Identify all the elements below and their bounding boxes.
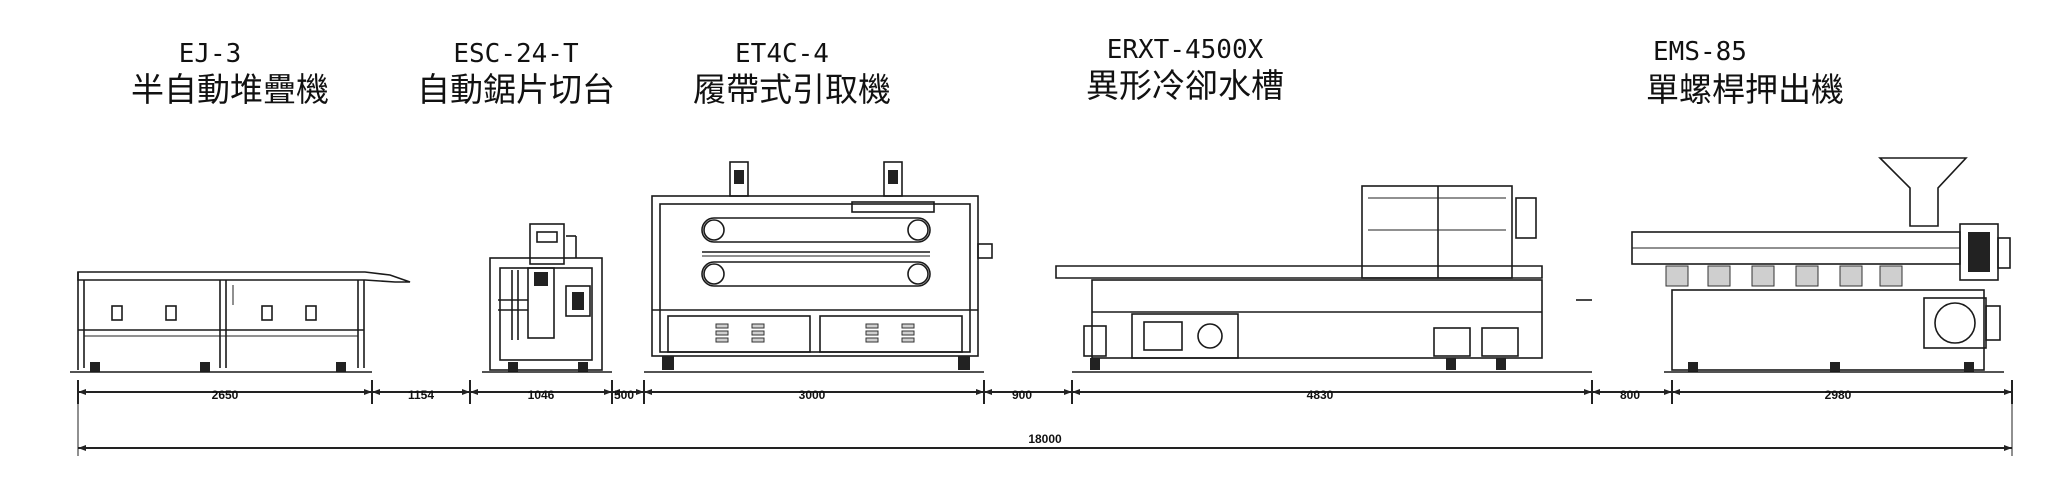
dimension-label-1154: 1154 [408,388,434,402]
dimension-arrow [78,445,86,451]
dimension-label-500: 500 [614,388,634,402]
dimension-lines [77,380,2013,456]
dimension-arrow [1592,389,1600,395]
dimension-label-4830: 4830 [1307,388,1334,402]
dimension-label-2980: 2980 [1825,388,1852,402]
dimension-arrow [1672,389,1680,395]
saw-cutter-drawing [482,223,612,373]
dimension-label-total: 18000 [1028,432,1062,446]
label-saw-cutter: ESC-24-T 自動鋸片切台 [417,39,615,109]
segment-labels: 2650 1154 1046 500 3000 900 4830 800 298… [212,388,1852,446]
label-cooling-tank: ERXT-4500X 異形冷卻水槽 [1086,35,1284,105]
dimension-arrow [1064,389,1072,395]
dimension-arrow [364,389,372,395]
haul-off-drawing [644,161,993,373]
model-label: EMS-85 [1653,37,1747,67]
dimension-arrow [470,389,478,395]
cooling-tank-drawing [1055,185,1592,373]
model-label: ERXT-4500X [1107,35,1264,65]
dimension-arrow [372,389,380,395]
dimension-label-900: 900 [1012,388,1032,402]
dimension-arrow [1584,389,1592,395]
machine-name: 履帶式引取機 [693,70,891,109]
model-label: EJ-3 [179,39,242,69]
label-haul-off: ET4C-4 履帶式引取機 [693,39,891,109]
dimension-arrow [2004,445,2012,451]
dimension-arrow [462,389,470,395]
extruder-drawing [1631,157,2011,373]
label-stacker: EJ-3 半自動堆疊機 [131,39,329,109]
dimension-arrow [604,389,612,395]
dimension-label-2650: 2650 [212,388,239,402]
dimension-label-800: 800 [1620,388,1640,402]
dimension-arrow [78,389,86,395]
machine-name: 自動鋸片切台 [417,70,615,109]
machine-name: 異形冷卻水槽 [1086,66,1284,105]
stacker-drawing [70,271,411,373]
dimension-label-3000: 3000 [799,388,826,402]
model-label: ESC-24-T [453,39,579,69]
dimension-arrow [976,389,984,395]
dimension-arrow [2004,389,2012,395]
dimension-arrow [644,389,652,395]
label-extruder: EMS-85 單螺桿押出機 [1646,37,1844,109]
machine-name: 單螺桿押出機 [1646,70,1844,109]
dimension-arrow [636,389,644,395]
dimension-arrow [984,389,992,395]
model-label: ET4C-4 [735,39,829,69]
dimension-label-1046: 1046 [528,388,555,402]
segment-ticks [77,380,2013,456]
dimension-arrow [1664,389,1672,395]
machine-name: 半自動堆疊機 [131,70,329,109]
dimension-arrow [1072,389,1080,395]
dimension-arrow [612,389,620,395]
